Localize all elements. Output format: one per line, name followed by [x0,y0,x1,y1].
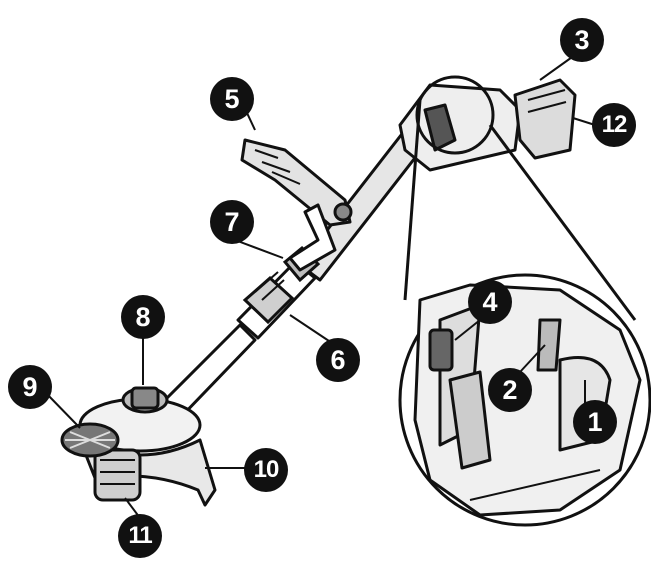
callout-5: 5 [210,77,254,121]
edge-guide-wheel [60,422,120,458]
callout-1: 1 [573,400,617,444]
callout-3: 3 [560,18,604,62]
callout-8: 8 [121,295,165,339]
callout-4: 4 [468,280,512,324]
callout-7: 7 [210,200,254,244]
auxiliary-handle [240,138,353,272]
callout-6: 6 [316,338,360,382]
battery-pack [513,78,577,160]
callout-12: 12 [592,103,636,147]
callout-11: 11 [118,514,162,558]
cutting-head [78,386,217,507]
callout-9: 9 [8,365,52,409]
main-handle [398,83,522,172]
callout-10: 10 [244,448,288,492]
callout-2: 2 [488,368,532,412]
shaft-collar [242,271,295,325]
